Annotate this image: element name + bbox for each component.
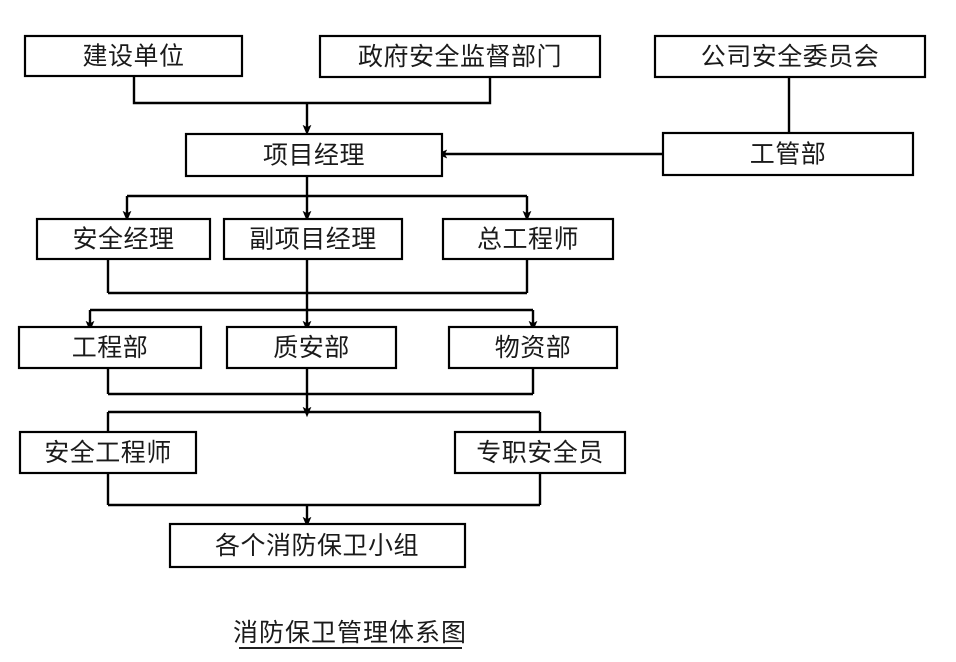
- node-fuXiangmuJingli[interactable]: 副项目经理: [222, 217, 404, 261]
- caption-label: 消防保卫管理体系图: [233, 619, 467, 647]
- node-gongchengbu[interactable]: 工程部: [17, 325, 203, 370]
- node-label: 工管部: [750, 141, 827, 169]
- node-jiansheDanwei[interactable]: 建设单位: [23, 34, 244, 78]
- node-zongGongchengshi[interactable]: 总工程师: [441, 217, 615, 261]
- node-anquanJingli[interactable]: 安全经理: [35, 217, 212, 261]
- node-wuzibu[interactable]: 物资部: [447, 325, 619, 370]
- node-label: 政府安全监督部门: [358, 43, 562, 71]
- node-anquanGongchengshi[interactable]: 安全工程师: [18, 430, 198, 475]
- node-label: 物资部: [495, 334, 572, 362]
- edge-zhengfuJiandu-to-xiangmuJingli: [307, 77, 492, 105]
- node-label: 各个消防保卫小组: [215, 532, 419, 560]
- node-gongsiAnquanWeiyuanhui[interactable]: 公司安全委员会: [653, 34, 927, 79]
- node-xiangmuJingli[interactable]: 项目经理: [184, 132, 444, 178]
- node-gongguanbu[interactable]: 工管部: [661, 131, 915, 177]
- node-label: 公司安全委员会: [701, 43, 880, 71]
- node-label: 质安部: [273, 334, 350, 362]
- edge-jiansheDanwei-to-xiangmuJingli: [132, 76, 307, 105]
- node-label: 建设单位: [82, 43, 184, 71]
- node-label: 工程部: [72, 334, 149, 362]
- diagram-caption: 消防保卫管理体系图: [233, 619, 467, 649]
- node-label: 安全经理: [72, 226, 174, 254]
- node-label: 项目经理: [263, 142, 365, 170]
- node-label: 副项目经理: [249, 226, 377, 254]
- node-zhuanzhiAnquanyuan[interactable]: 专职安全员: [453, 430, 627, 475]
- node-zhengfuAnquanJianduBumen[interactable]: 政府安全监督部门: [318, 34, 602, 79]
- node-label: 专职安全员: [476, 439, 604, 467]
- node-gegeXiaofangBaoweiXiaozu[interactable]: 各个消防保卫小组: [168, 522, 467, 569]
- node-label: 总工程师: [477, 226, 579, 254]
- node-label: 安全工程师: [44, 439, 172, 467]
- node-zhianbu[interactable]: 质安部: [225, 325, 398, 370]
